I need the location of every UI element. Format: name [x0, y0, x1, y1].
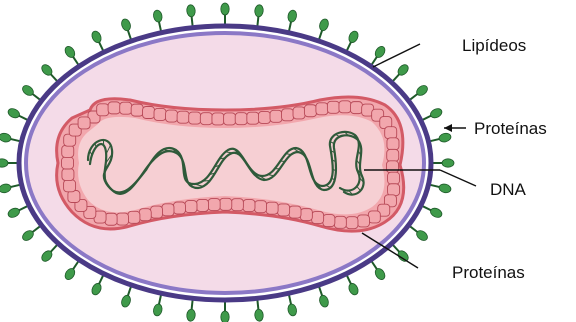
surface-spike-icon	[373, 45, 387, 60]
surface-spike-icon	[90, 282, 103, 296]
surface-spike-icon	[63, 267, 77, 282]
core-protein-bead-icon	[62, 169, 74, 181]
core-protein-bead-icon	[177, 111, 189, 123]
surface-spike-icon	[287, 303, 298, 317]
core-protein-bead-icon	[62, 157, 74, 169]
core-protein-bead-icon	[247, 112, 259, 124]
core-protein-bead-icon	[339, 101, 351, 113]
core-protein-bead-icon	[235, 113, 247, 125]
surface-spike-icon	[186, 309, 196, 322]
surface-spike-icon	[0, 183, 12, 194]
surface-spike-icon	[347, 30, 360, 44]
core-protein-bead-icon	[224, 113, 236, 125]
dna-base-pair	[117, 192, 126, 193]
core-protein-bead-icon	[323, 215, 335, 227]
core-protein-bead-icon	[128, 211, 140, 223]
core-protein-bead-icon	[185, 201, 197, 213]
core-protein-bead-icon	[154, 108, 166, 120]
core-protein-bead-icon	[116, 213, 128, 225]
core-protein-bead-icon	[278, 204, 290, 216]
surface-spike-icon	[120, 294, 132, 308]
label-lipids: Lipídeos	[462, 36, 526, 55]
surface-spike-icon	[63, 45, 77, 60]
core-protein-bead-icon	[388, 184, 400, 196]
surface-spike-icon	[186, 4, 196, 17]
label-proteins-surface: Proteínas	[474, 119, 547, 138]
core-protein-bead-icon	[357, 215, 369, 227]
core-protein-bead-icon	[162, 204, 174, 216]
surface-spike-icon	[152, 303, 163, 317]
core-protein-bead-icon	[385, 127, 397, 139]
core-protein-bead-icon	[270, 110, 282, 122]
core-protein-bead-icon	[387, 138, 399, 150]
surface-spike-icon	[442, 159, 454, 167]
core-protein-bead-icon	[387, 149, 399, 161]
core-protein-bead-icon	[289, 206, 301, 218]
core-protein-bead-icon	[151, 206, 163, 218]
core-protein-bead-icon	[255, 201, 267, 213]
surface-spike-icon	[287, 9, 298, 23]
core-protein-bead-icon	[166, 110, 178, 122]
core-protein-bead-icon	[293, 107, 305, 119]
surface-spike-icon	[254, 4, 264, 17]
core-protein-bead-icon	[197, 199, 209, 211]
core-protein-bead-icon	[120, 102, 132, 114]
surface-spike-icon	[318, 18, 330, 32]
dna-base-pair	[203, 181, 210, 182]
core-protein-bead-icon	[368, 211, 380, 223]
surface-spike-icon	[318, 294, 330, 308]
core-protein-bead-icon	[300, 209, 312, 221]
core-protein-bead-icon	[346, 217, 358, 229]
core-protein-bead-icon	[189, 112, 201, 124]
surface-spike-icon	[429, 206, 443, 219]
core-protein-bead-icon	[131, 104, 143, 116]
core-protein-bead-icon	[304, 105, 316, 117]
core-protein-bead-icon	[97, 104, 109, 116]
core-protein-bead-icon	[327, 101, 339, 113]
core-protein-bead-icon	[282, 109, 294, 121]
core-protein-bead-icon	[143, 107, 155, 119]
core-protein-bead-icon	[208, 199, 220, 211]
dna-leader-line-2	[440, 170, 476, 186]
proteins-surface-arrowhead	[444, 124, 452, 132]
surface-spike-icon	[429, 107, 443, 120]
surface-spike-icon	[120, 18, 132, 32]
surface-spike-icon	[254, 309, 264, 322]
core-protein-bead-icon	[78, 117, 90, 129]
core-protein-bead-icon	[387, 161, 399, 173]
surface-spike-icon	[373, 267, 387, 282]
core-protein-bead-icon	[334, 216, 346, 228]
core-protein-bead-icon	[266, 202, 278, 214]
core-protein-bead-icon	[212, 113, 224, 125]
core-protein-bead-icon	[312, 212, 324, 224]
core-protein-bead-icon	[388, 172, 400, 184]
core-protein-bead-icon	[62, 145, 74, 157]
surface-spike-icon	[7, 206, 21, 219]
core-protein-bead-icon	[200, 113, 212, 125]
core-protein-bead-icon	[105, 213, 117, 225]
core-protein-bead-icon	[64, 180, 76, 192]
surface-spike-icon	[438, 132, 452, 143]
core-protein-bead-icon	[108, 102, 120, 114]
surface-spike-icon	[7, 107, 21, 120]
core-protein-bead-icon	[173, 202, 185, 214]
core-protein-bead-icon	[350, 102, 362, 114]
surface-spike-icon	[0, 132, 12, 143]
surface-spike-icon	[347, 282, 360, 296]
core-protein-bead-icon	[243, 200, 255, 212]
core-protein-bead-icon	[139, 209, 151, 221]
label-dna: DNA	[490, 180, 527, 199]
label-proteins-core: Proteínas	[452, 263, 525, 282]
surface-spike-icon	[438, 183, 452, 194]
surface-spike-icon	[90, 30, 103, 44]
surface-spike-icon	[221, 311, 229, 322]
core-protein-bead-icon	[231, 199, 243, 211]
surface-spike-icon	[152, 9, 163, 23]
core-protein-bead-icon	[316, 103, 328, 115]
surface-spike-icon	[0, 159, 8, 167]
core-protein-bead-icon	[220, 198, 232, 210]
core-protein-bead-icon	[258, 111, 270, 123]
surface-spike-icon	[221, 3, 229, 15]
